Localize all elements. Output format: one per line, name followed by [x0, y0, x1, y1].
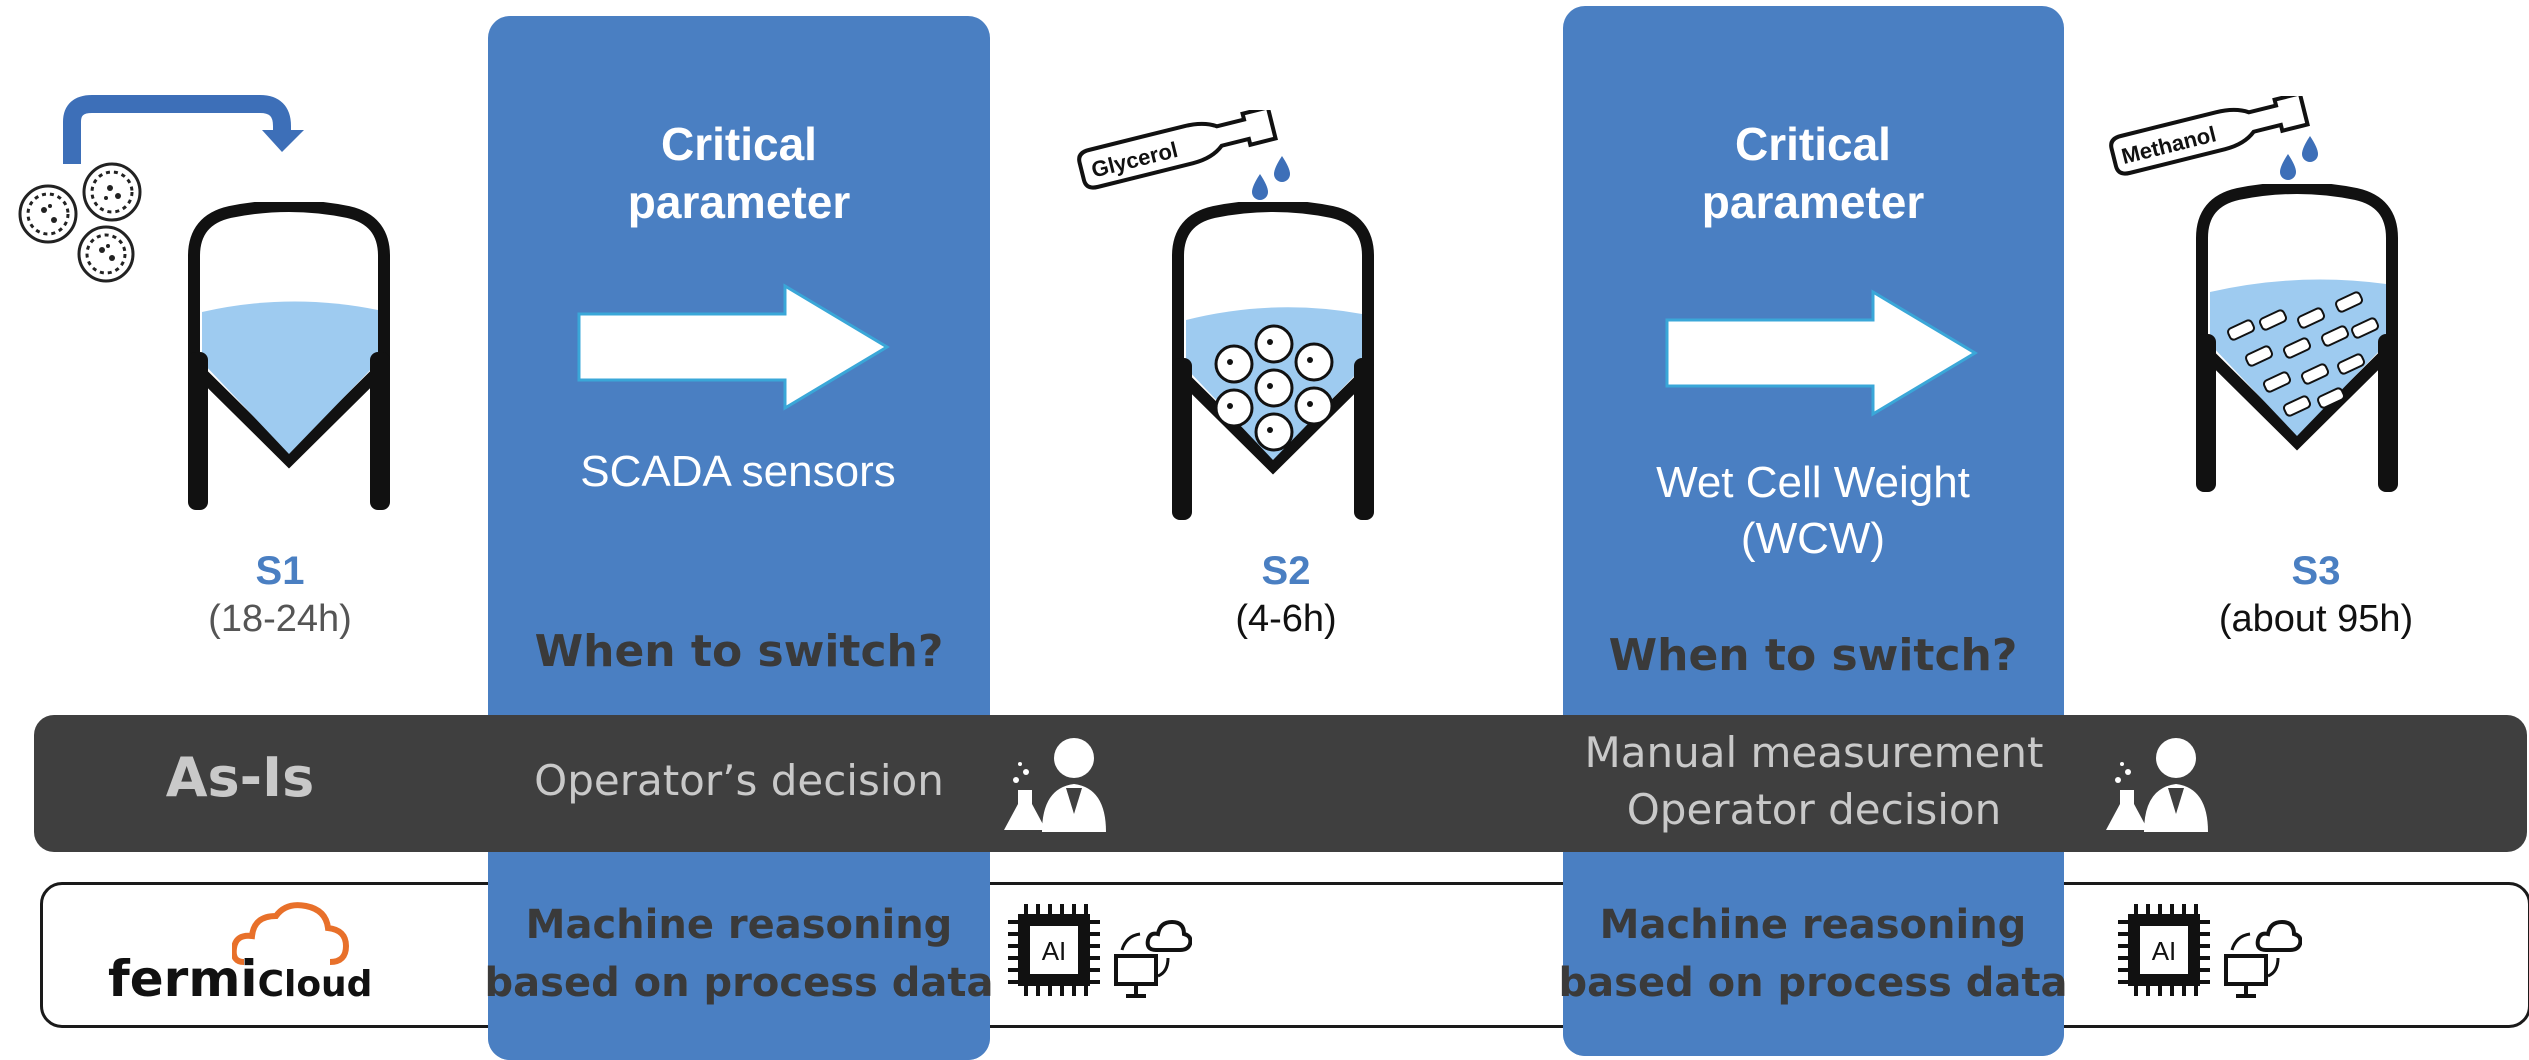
when-to-switch-1: When to switch? [534, 626, 944, 677]
stage-name: S3 [2291, 549, 2341, 593]
stage-duration: (4-6h) [1235, 598, 1337, 640]
operator-decision-text: Operator’s decision [534, 756, 944, 805]
curved-arrow-icon [63, 95, 304, 164]
stage-name: S1 [255, 549, 305, 593]
chip-label: AI [1042, 936, 1067, 966]
parameter-label-1: SCADA sensors [580, 447, 896, 496]
ai-chip-icon: AI [2118, 904, 2210, 996]
stage-duration: (18-24h) [208, 598, 352, 640]
critical-parameter-heading-2: Critical parameter [1701, 118, 1925, 228]
tank-icon [1172, 202, 1374, 520]
parameter-label-2: Wet Cell Weight (WCW) [1656, 458, 1970, 563]
drop-icon [1252, 156, 1290, 200]
arrow-right-icon [1665, 289, 1978, 417]
stage-s2: S2 (4-6h) [1136, 547, 1436, 643]
machine-reasoning-1: Machine reasoning based on process data [484, 902, 994, 1006]
scientist-icon [2106, 738, 2208, 832]
tank-icon [188, 202, 390, 510]
scientist-icon [1004, 738, 1106, 832]
arrow-right-icon [577, 283, 890, 411]
when-to-switch-2: When to switch? [1608, 630, 2018, 681]
panel-wcw-lower [1563, 882, 2064, 1056]
panel-scada-lower [488, 882, 990, 1060]
machine-reasoning-2: Machine reasoning based on process data [1558, 902, 2068, 1006]
fermicloud-band [40, 882, 2529, 1028]
stage-duration: (about 95h) [2218, 598, 2414, 640]
fermicloud-logo: fermiCloud [108, 950, 372, 1008]
tank-icon [2196, 184, 2398, 492]
logo-sub: Cloud [257, 964, 373, 1005]
chip-label: AI [2152, 936, 2177, 966]
stage-s1: S1 (18-24h) [130, 547, 430, 643]
operator-decision-text-2: Operator decision [1626, 785, 2002, 834]
ai-chip-icon: AI [1008, 904, 1100, 996]
cloud-logo-icon [232, 902, 350, 965]
cloud-computer-icon [2224, 919, 2302, 998]
cells-icon [18, 162, 142, 283]
manual-measurement-text: Manual measurement [1584, 728, 2044, 777]
drop-icon [2280, 136, 2318, 180]
critical-parameter-heading-1: Critical parameter [627, 118, 851, 228]
stage-s3: S3 (about 95h) [2166, 547, 2466, 643]
panel-wcw [1563, 6, 2064, 1056]
bottle-icon: Glycerol [1077, 110, 1278, 190]
bottle-icon: Methanol [2109, 96, 2310, 176]
as-is-label: As-Is [165, 746, 315, 809]
cloud-computer-icon [1114, 919, 1192, 998]
stage-name: S2 [1261, 549, 1311, 593]
logo-main: fermi [108, 950, 258, 1008]
